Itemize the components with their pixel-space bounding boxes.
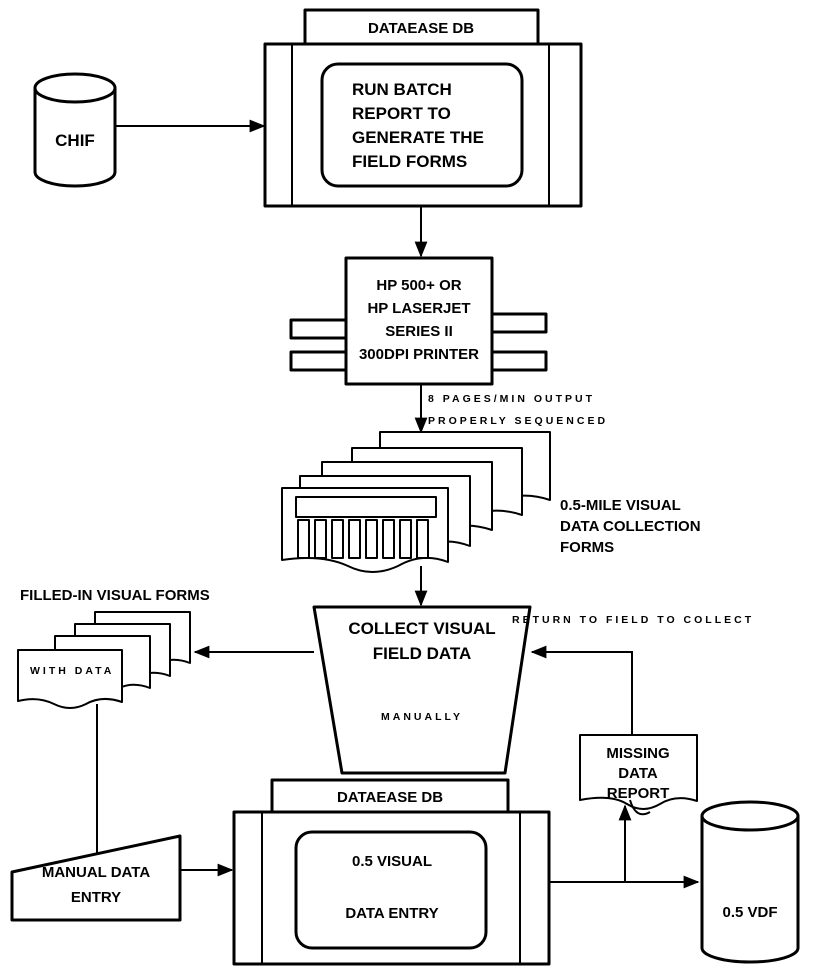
collect-visual-field-data: COLLECT VISUAL FIELD DATA MANUALLY: [314, 607, 530, 773]
db-bottom-process-line-2: DATA ENTRY: [345, 905, 438, 922]
filled-front-form: [18, 650, 122, 708]
vdf-database-cylinder: 0.5 VDF: [702, 802, 798, 962]
filled-forms-front-label: WITH DATA: [30, 665, 114, 677]
db-top-process-line-1: RUN BATCH: [352, 80, 452, 99]
printer-device: HP 500+ OR HP LASERJET SERIES II 300DPI …: [291, 258, 546, 384]
chif-label: CHIF: [55, 131, 95, 150]
printer-line-3: SERIES II: [385, 323, 453, 340]
printer-output-line-1: 8 PAGES/MIN OUTPUT: [428, 393, 595, 405]
db-top-process-line-2: REPORT TO: [352, 104, 451, 123]
printer-output-line-2: PROPERLY SEQUENCED: [428, 415, 608, 427]
db-bottom-process: [296, 832, 486, 948]
collect-sub: MANUALLY: [381, 711, 463, 723]
db-bottom-title: DATAEASE DB: [337, 789, 443, 806]
missing-report-line-3: REPORT: [607, 785, 670, 802]
collect-line-1: COLLECT VISUAL: [348, 619, 495, 638]
printer-line-2: HP LASERJET: [367, 300, 470, 317]
manual-entry-line-1: MANUAL DATA: [42, 864, 150, 881]
collect-line-2: FIELD DATA: [373, 644, 472, 663]
forms-label-line-2: DATA COLLECTION: [560, 518, 701, 535]
return-note: RETURN TO FIELD TO COLLECT: [512, 614, 754, 626]
forms-label-line-3: FORMS: [560, 539, 614, 556]
filled-forms-title: FILLED-IN VISUAL FORMS: [20, 587, 210, 604]
forms-label-line-1: 0.5-MILE VISUAL: [560, 497, 681, 514]
filled-forms-stack: WITH DATA: [18, 612, 190, 708]
db-top-process-line-4: FIELD FORMS: [352, 152, 467, 171]
db-top-process-line-3: GENERATE THE: [352, 128, 484, 147]
missing-data-report: MISSING DATA REPORT: [580, 735, 697, 814]
db-top-title: DATAEASE DB: [368, 20, 474, 37]
missing-report-line-2: DATA: [618, 765, 658, 782]
printed-forms-stack: [282, 432, 550, 572]
chif-database-cylinder: CHIF: [35, 74, 115, 186]
dataease-db-top: DATAEASE DB RUN BATCH REPORT TO GENERATE…: [265, 10, 581, 206]
db-bottom-process-line-1: 0.5 VISUAL: [352, 853, 432, 870]
vdf-label: 0.5 VDF: [722, 904, 777, 921]
printer-line-1: HP 500+ OR: [376, 277, 461, 294]
printer-line-4: 300DPI PRINTER: [359, 346, 479, 363]
dataease-db-bottom: DATAEASE DB 0.5 VISUAL DATA ENTRY: [234, 780, 549, 964]
manual-entry-line-2: ENTRY: [71, 889, 121, 906]
arrow-report-to-collect: [532, 652, 632, 735]
missing-report-line-1: MISSING: [606, 745, 669, 762]
